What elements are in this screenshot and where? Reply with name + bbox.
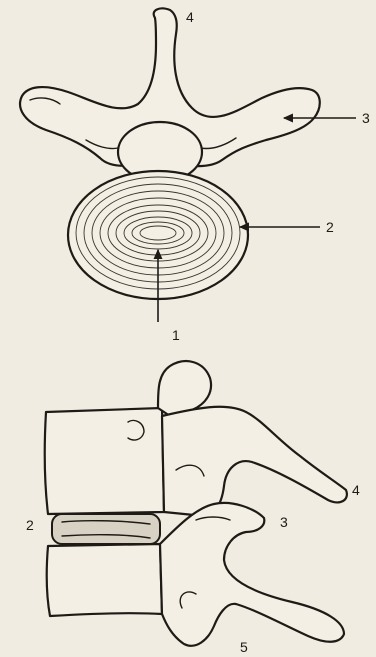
label-side-5: 5 [240,639,248,655]
label-top-4: 4 [186,9,194,25]
vertebra-side-view: 4 3 2 5 [26,361,360,655]
upper-posterior-elements [162,407,347,516]
intervertebral-disc [52,514,160,544]
label-side-4: 4 [352,482,360,498]
lower-posterior-elements [160,503,344,646]
label-side-3: 3 [280,514,288,530]
label-side-2: 2 [26,517,34,533]
label-top-3: 3 [362,110,370,126]
vertebra-top-view: 4 3 2 1 [20,8,370,343]
lower-vertebral-body [47,544,162,616]
upper-vertebral-body [45,408,164,514]
label-center-1: 1 [172,327,180,343]
label-top-2: 2 [326,219,334,235]
